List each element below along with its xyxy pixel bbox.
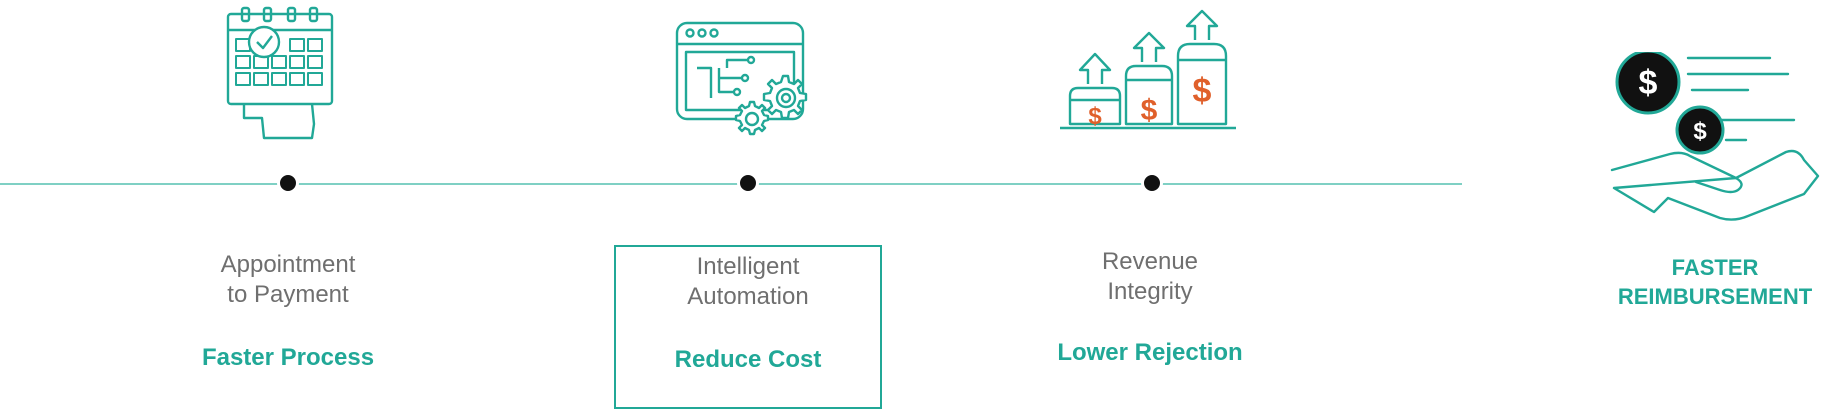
- automation-gears-icon: [675, 21, 808, 136]
- stage-label-revenue: Revenue Integrity: [1040, 247, 1260, 307]
- svg-text:$: $: [1193, 72, 1212, 110]
- stage-label-line1: Appointment: [220, 251, 356, 278]
- hand-with-coins-icon: $ $: [1610, 52, 1820, 221]
- stage-label-line2: Automation: [687, 283, 809, 310]
- calendar-icon: [226, 6, 334, 140]
- timeline-dot-1: [277, 172, 299, 194]
- stage-label-automation: Intelligent Automation: [638, 252, 858, 312]
- svg-text:$: $: [1693, 118, 1707, 145]
- revenue-growth-icon: $ $ $: [1060, 9, 1236, 130]
- stage-label-line2: Integrity: [1107, 278, 1193, 305]
- goal-line1: FASTER: [1671, 255, 1759, 280]
- timeline-dot-2: [737, 172, 759, 194]
- svg-text:$: $: [1088, 103, 1102, 130]
- benefit-faster-process: Faster Process: [201, 344, 375, 371]
- stage-label-line1: Revenue: [1101, 248, 1199, 275]
- goal-label: FASTER REIMBURSEMENT: [1600, 253, 1830, 311]
- stage-label-line2: to Payment: [227, 281, 349, 308]
- goal-line2: REIMBURSEMENT: [1617, 284, 1813, 309]
- timeline-dot-3: [1141, 172, 1163, 194]
- benefit-reduce-cost: Reduce Cost: [674, 346, 822, 373]
- stage-label-line1: Intelligent: [696, 253, 800, 280]
- svg-text:$: $: [1639, 64, 1658, 102]
- stage-label-appointment: Appointment to Payment: [178, 250, 398, 310]
- timeline-line: [0, 183, 1462, 185]
- benefit-lower-rejection: Lower Rejection: [1057, 339, 1243, 366]
- svg-text:$: $: [1141, 94, 1158, 127]
- highlight-box: [614, 245, 882, 409]
